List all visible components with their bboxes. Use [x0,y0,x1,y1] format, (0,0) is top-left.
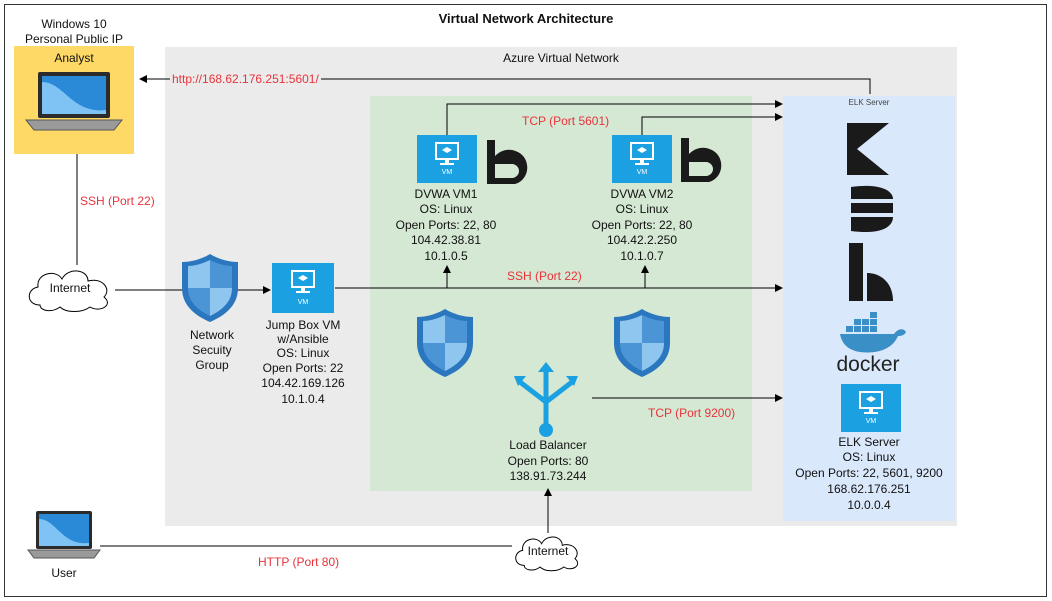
user-label: User [51,566,77,580]
lb-label-2: Open Ports: 80 [507,454,589,468]
vm1-label-1: DVWA VM1 [414,187,478,201]
analyst-ip-label: Personal Public IP [24,32,124,46]
nsg-label-2: Secuity [192,343,232,357]
jumpbox-label-5: 104.42.169.126 [261,376,345,390]
docker-wordmark: docker [836,353,900,376]
vm2-label-5: 10.1.0.7 [620,249,664,263]
jumpbox-label-3: OS: Linux [276,346,330,360]
user-laptop-icon [27,511,101,559]
vm2-badge: VM [636,169,648,176]
elk-vm-badge: VM [865,418,877,425]
elk-logo-icon [847,123,893,301]
diagram-title: Virtual Network Architecture [438,11,614,26]
diagram-frame [4,4,1047,597]
azure-network-label: Azure Virtual Network [503,51,619,65]
vm1-label-2: OS: Linux [419,202,473,216]
http-80-label: HTTP (Port 80) [258,555,340,569]
vm1-icon [417,135,477,183]
internet-cloud-icon [28,270,108,312]
internet-bottom-cloud-icon [515,536,579,572]
tcp-5601-label: TCP (Port 5601) [522,114,610,128]
vm2-label-2: OS: Linux [615,202,669,216]
vm1-label-5: 10.1.0.5 [424,249,468,263]
analyst-laptop-icon [24,72,124,131]
jumpbox-label-2: w/Ansible [277,332,329,346]
vm2-icon [612,135,672,183]
analyst-role-label: Analyst [54,51,94,65]
ssh-analyst-label: SSH (Port 22) [80,194,155,208]
jumpbox-vm-icon [272,263,334,313]
elk-header-label: ELK Server [848,98,890,107]
docker-whale-icon [840,312,906,353]
elk-label-4: 168.62.176.251 [827,482,911,496]
vm1-elk-connector [446,100,783,135]
elk-label-1: ELK Server [838,435,900,449]
elk-vm-icon [841,384,901,432]
vm2-label-4: 104.42.2.250 [606,233,678,247]
elk-label-5: 10.0.0.4 [847,498,891,512]
jumpbox-label-6: 10.1.0.4 [281,392,325,406]
vm2-label-3: Open Ports: 22, 80 [591,218,693,232]
internet-top-label: Internet [49,281,91,295]
vm2-shield-icon [614,309,670,377]
ssh-internal-label: SSH (Port 22) [507,269,582,283]
tcp-9200-label: TCP (Port 9200) [648,406,736,420]
vm1-label-3: Open Ports: 22, 80 [395,218,497,232]
jumpbox-label-1: Jump Box VM [265,318,341,332]
kibana-connector [139,75,871,94]
elk-label-3: Open Ports: 22, 5601, 9200 [795,466,943,480]
vm2-label-1: DVWA VM2 [610,187,674,201]
analyst-os-label: Windows 10 [41,17,107,31]
nsg-shield-icon [182,254,238,322]
elk-label-2: OS: Linux [842,450,896,464]
nsg-label-1: Network [189,328,234,342]
vm1-label-4: 104.42.38.81 [410,233,482,247]
nsg-label-3: Group [195,358,229,372]
vm2-dvwa-logo-icon [681,138,722,182]
kibana-url-label: http://168.62.176.251:5601/ [170,72,321,87]
jumpbox-vm-badge: VM [297,299,309,306]
vm2-elk-connector [641,113,783,135]
lb-label-1: Load Balancer [509,438,587,452]
internet-bottom-label: Internet [527,544,569,558]
lb-label-3: 138.91.73.244 [509,469,587,483]
jumpbox-label-4: Open Ports: 22 [262,361,344,375]
vm1-badge: VM [441,169,453,176]
load-balancer-icon [514,362,578,437]
vm1-shield-icon [417,309,473,377]
vm1-dvwa-logo-icon [487,140,528,184]
